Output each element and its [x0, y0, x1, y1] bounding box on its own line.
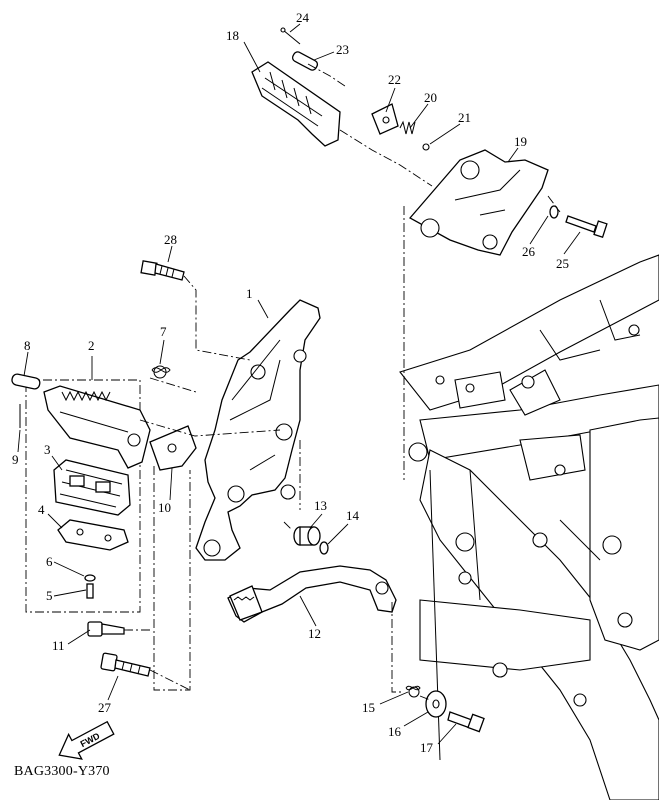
screw-5	[86, 583, 94, 599]
passenger-footrest-18	[251, 61, 341, 147]
callout-18: 18	[226, 28, 239, 43]
cotter-pin-24	[280, 27, 301, 45]
bolt-27	[100, 652, 151, 677]
callout-2: 2	[88, 338, 95, 353]
plate-4	[57, 519, 129, 551]
pin-8	[11, 373, 41, 390]
callout-17: 17	[420, 740, 434, 755]
callout-9: 9	[12, 452, 19, 467]
leader-lines	[17, 23, 581, 745]
bolt-11	[87, 621, 125, 637]
footrest-assembly-box-2	[25, 379, 141, 613]
callout-24: 24	[296, 10, 310, 25]
footrest-rubber-3	[53, 459, 131, 516]
callout-27: 27	[98, 700, 112, 715]
brake-pedal-12	[227, 565, 397, 623]
callout-12: 12	[308, 626, 321, 641]
callout-23: 23	[336, 42, 349, 57]
callout-16: 16	[388, 724, 402, 739]
washer-26	[549, 205, 559, 219]
callout-22: 22	[388, 72, 401, 87]
bolt-28	[140, 260, 185, 281]
callout-11: 11	[52, 638, 65, 653]
callout-13: 13	[314, 498, 327, 513]
plate-10	[149, 425, 197, 471]
ball-21	[422, 143, 430, 151]
center-lines	[124, 63, 561, 701]
callout-15: 15	[362, 700, 375, 715]
footrest-bracket-1	[195, 299, 321, 561]
callout-20: 20	[424, 90, 437, 105]
callout-19: 19	[514, 134, 527, 149]
motorcycle-frame	[399, 254, 659, 801]
spring-20	[399, 120, 416, 135]
pin-23	[291, 51, 319, 71]
bolt-17	[447, 711, 485, 733]
callout-3: 3	[44, 442, 51, 457]
callout-7: 7	[160, 324, 167, 339]
callout-8: 8	[24, 338, 31, 353]
footrest-bracket-19	[408, 149, 549, 256]
callout-1: 1	[246, 286, 253, 301]
spring-15	[405, 685, 421, 698]
callout-26: 26	[522, 244, 536, 259]
footrest-2	[43, 385, 151, 469]
collar-13	[293, 526, 321, 546]
callout-6: 6	[46, 554, 53, 569]
callout-21: 21	[458, 110, 471, 125]
fwd-arrow-icon: FWD	[58, 720, 115, 760]
washer-6	[84, 574, 96, 582]
ball-22	[371, 103, 399, 135]
washer-16	[425, 690, 447, 718]
callout-5: 5	[46, 588, 53, 603]
callout-10: 10	[158, 500, 171, 515]
callout-25: 25	[556, 256, 569, 271]
callout-14: 14	[346, 508, 360, 523]
washer-14	[319, 541, 329, 555]
callout-labels: 24 18 23 22 20 21 19 26 25 28 1 7 8 2 9 …	[12, 10, 569, 755]
diagram-code: BAG3300-Y370	[14, 764, 110, 779]
callout-28: 28	[164, 232, 177, 247]
spring-7	[151, 365, 171, 379]
callout-4: 4	[38, 502, 45, 517]
bolt-25	[565, 215, 608, 239]
